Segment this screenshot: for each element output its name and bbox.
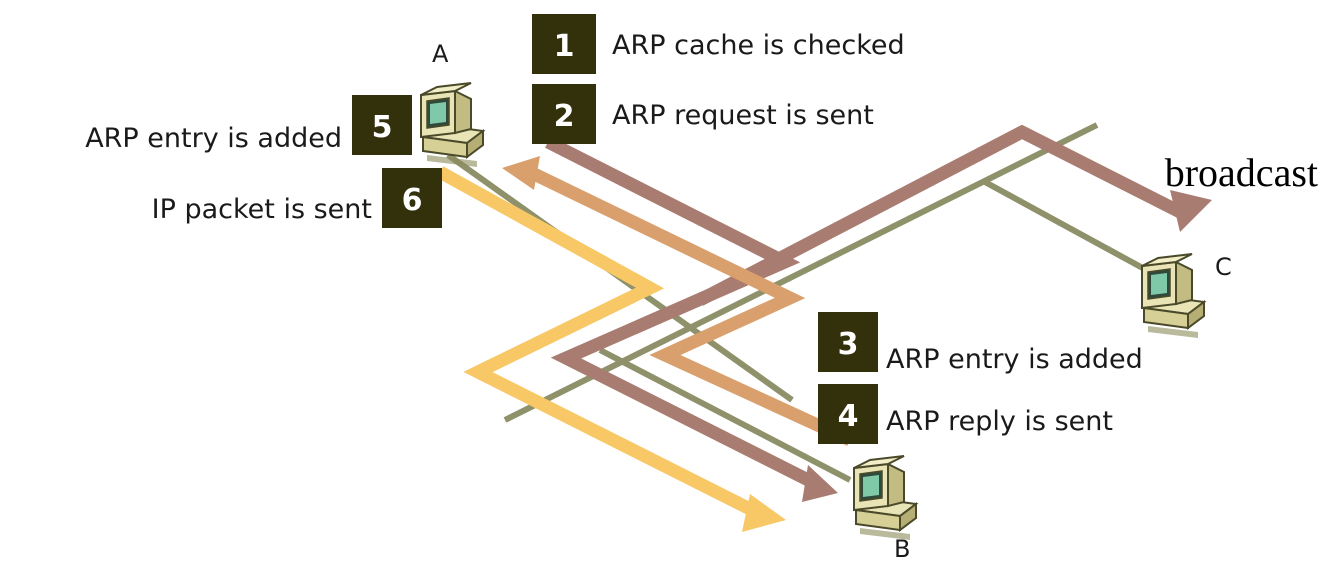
broadcast-path xyxy=(696,124,1183,306)
step-4: 4 ARP reply is sent xyxy=(818,384,1113,444)
ip-packet-path xyxy=(436,166,755,516)
step-number: 4 xyxy=(838,399,859,434)
broadcast-label: broadcast xyxy=(1165,150,1318,195)
step-1: 1 ARP cache is checked xyxy=(532,14,905,74)
step-text: ARP reply is sent xyxy=(886,406,1113,437)
broadcast-arrowhead xyxy=(1170,190,1212,232)
arp-request-path xyxy=(545,136,825,493)
arp-request-arrowhead xyxy=(802,465,838,502)
step-badge xyxy=(818,312,878,372)
step-badge xyxy=(382,168,442,228)
step-2: 2 ARP request is sent xyxy=(532,84,874,144)
step-badge xyxy=(818,384,878,444)
step-text: ARP entry is added xyxy=(886,344,1143,375)
step-number: 1 xyxy=(554,29,575,64)
step-5: 5 ARP entry is added xyxy=(85,95,412,155)
step-number: 3 xyxy=(838,327,859,362)
step-text: ARP cache is checked xyxy=(612,30,905,61)
arp-reply-path xyxy=(527,166,853,446)
step-badge xyxy=(352,95,412,155)
node-a-label: A xyxy=(432,40,449,68)
computer-icon xyxy=(1141,253,1205,339)
step-3: 3 ARP entry is added xyxy=(818,312,1143,375)
step-number: 6 xyxy=(402,183,423,218)
node-b-label: B xyxy=(894,535,910,563)
cable-to-b xyxy=(598,347,852,483)
step-badge xyxy=(532,84,596,144)
step-text: ARP request is sent xyxy=(612,100,874,131)
computer-icon xyxy=(420,82,484,168)
step-number: 5 xyxy=(372,110,393,145)
computer-icon xyxy=(853,455,917,541)
cable-to-c xyxy=(983,179,1152,275)
node-c-label: C xyxy=(1215,253,1232,281)
arp-reply-arrowhead xyxy=(502,156,540,190)
step-text: ARP entry is added xyxy=(85,123,342,154)
step-badge xyxy=(532,14,596,74)
step-6: 6 IP packet is sent xyxy=(152,168,442,228)
step-text: IP packet is sent xyxy=(152,194,372,225)
step-number: 2 xyxy=(554,99,575,134)
ip-packet-arrowhead xyxy=(742,494,786,532)
